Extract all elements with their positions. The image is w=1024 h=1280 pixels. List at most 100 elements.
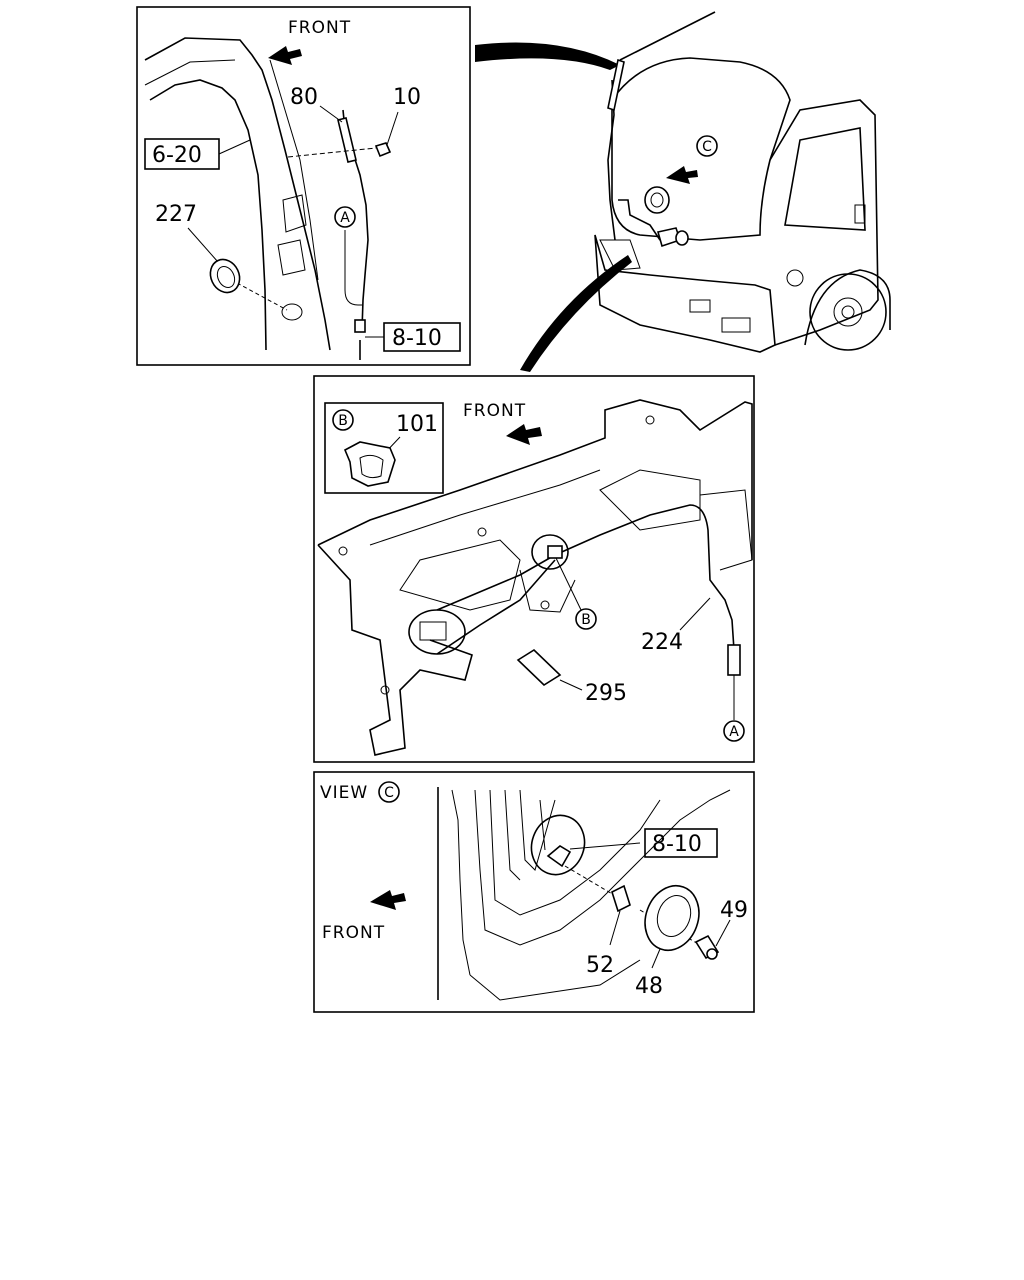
leader-6-20 [218, 139, 251, 155]
radio-connector-end [675, 230, 689, 246]
callout-c-circle [696, 135, 718, 157]
pillar-outline [144, 37, 331, 351]
panel-line-3 [489, 789, 661, 916]
front-label: FRONT [463, 401, 526, 421]
callout-c: C [702, 139, 712, 155]
truck-illustration: C [594, 11, 891, 353]
antenna-clip [337, 117, 357, 163]
front-arrow-icon [506, 424, 542, 445]
view-label: VIEW [320, 783, 368, 803]
view-c-arrow-icon [666, 166, 698, 184]
part-number-10: 10 [393, 85, 421, 110]
callout-a: A [340, 210, 350, 226]
inset-b-frame [324, 402, 444, 494]
panel-line-2 [474, 789, 731, 946]
frame-inner-edge [369, 469, 601, 546]
callout-a-circle [334, 206, 356, 228]
pillar-inner [269, 59, 319, 281]
clip-52-icon [611, 884, 631, 913]
frame-right-bracket [699, 489, 753, 571]
frame-bracket [519, 569, 576, 613]
truck-cable [618, 199, 661, 241]
part-number-52: 52 [586, 953, 614, 978]
view-callout-circle [378, 781, 400, 803]
panel-view-c-frame [313, 771, 755, 1013]
speaker-grommet-inner [650, 192, 664, 208]
panel-line-4 [504, 789, 521, 881]
cable-connector-a [727, 644, 741, 676]
wheel-arch [804, 269, 891, 346]
headlamp [599, 239, 641, 271]
leader-10 [386, 111, 399, 146]
frame-cutout-2 [599, 469, 701, 531]
clip-b [547, 545, 563, 559]
door-opening-edge [149, 79, 267, 351]
front-arrow-icon [370, 890, 406, 910]
front-label: FRONT [322, 923, 385, 943]
part-number-49: 49 [720, 898, 748, 923]
wire-clip [546, 845, 572, 868]
roof-edge [144, 59, 236, 86]
sleeve-295-icon [516, 648, 562, 687]
grommet-227-inner [216, 265, 236, 289]
frame-cutout-1 [399, 539, 521, 611]
frame-left-leg [317, 544, 473, 756]
coil-bracket [419, 621, 447, 641]
speaker-48-icon [644, 884, 700, 952]
leader-295 [559, 679, 583, 691]
panel-view-c: VIEW C FRONT 8-10 52 48 4 [313, 771, 755, 1013]
frame-top-edge [317, 399, 753, 560]
front-label: FRONT [288, 18, 351, 38]
grommet-hole [531, 534, 569, 570]
wheel-center [841, 305, 855, 319]
fog-lamp-right [721, 317, 751, 333]
part-number-295: 295 [585, 681, 627, 706]
part-number-80: 80 [290, 85, 318, 110]
leader-49 [715, 919, 731, 947]
cab-roof-line [619, 11, 716, 61]
cable-connector [354, 319, 366, 333]
frame-hole-3 [645, 415, 655, 425]
door-handle [854, 204, 866, 224]
grommet-227-icon [209, 258, 241, 294]
antenna-cable-224 [436, 504, 735, 651]
leader-52 [609, 910, 621, 946]
clip-101-icon [343, 441, 396, 487]
frame-hole-2 [477, 527, 487, 537]
panel-line-5 [519, 789, 556, 871]
ref-8-10: 8-10 [652, 832, 702, 857]
front-bumper [594, 234, 776, 353]
frame-hole-4 [540, 600, 550, 610]
pillar-bracket [277, 239, 306, 276]
callout-b: B [581, 612, 591, 628]
side-lamp [786, 269, 804, 287]
part-number-101: 101 [396, 412, 438, 437]
fog-lamp-left [689, 299, 711, 313]
front-wheel [809, 273, 887, 351]
inset-b-callout-circle [332, 409, 354, 431]
grommet-hole [281, 303, 303, 321]
connector-arrow-middle [520, 255, 632, 372]
cable-coil [408, 609, 466, 655]
door-outline [769, 99, 879, 346]
panel-top-left: FRONT 10 80 6-20 227 A [136, 6, 471, 366]
antenna-cable-return [436, 559, 556, 655]
clip-101-slot [359, 454, 384, 479]
callout-a-circle [723, 720, 745, 742]
leader-227 [187, 227, 219, 263]
callout-b-circle [575, 608, 597, 630]
part-number-224: 224 [641, 630, 683, 655]
axis-line-1 [564, 865, 615, 896]
screw-49-head [706, 948, 718, 960]
panel-line-7 [539, 799, 546, 851]
panel-line-6 [469, 959, 641, 1001]
panel-top-left-frame [136, 6, 471, 366]
speaker-grommet [644, 186, 670, 214]
side-window [784, 127, 866, 231]
leader-224 [679, 597, 711, 631]
antenna-base [607, 58, 625, 112]
ref-6-20: 6-20 [152, 143, 202, 168]
leader-80 [319, 105, 343, 123]
speaker-opening [530, 814, 586, 876]
